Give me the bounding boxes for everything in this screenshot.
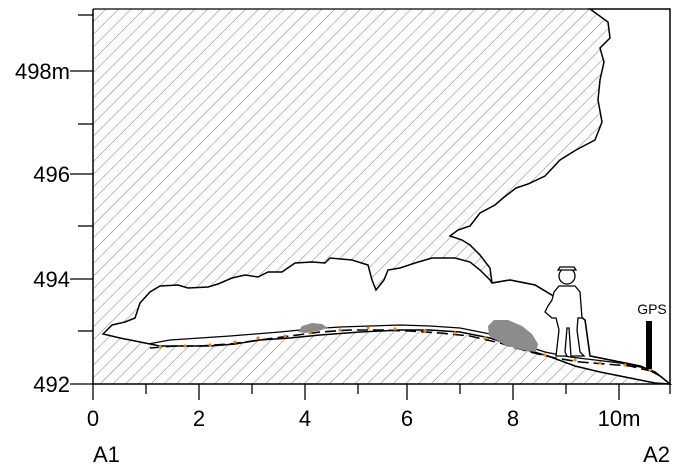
survey-point [543,353,547,357]
cave-floor-line [147,324,661,377]
survey-point [283,334,287,338]
boulder-large [488,320,538,352]
y-tick-label-496: 496 [33,162,70,187]
x-tick-label-10m: 10m [598,406,641,431]
survey-point [366,326,370,330]
survey-line-dashed [149,329,656,373]
survey-point [598,361,602,365]
endpoint-label-start: A1 [93,442,120,467]
survey-point [623,363,627,367]
y-axis-ticks [70,14,93,385]
survey-point [453,331,457,335]
x-tick-label-2: 2 [193,406,205,431]
survey-point [158,345,162,349]
gps-label: GPS [637,301,667,317]
survey-point [256,336,260,340]
survey-point [183,344,187,348]
x-tick-label-0: 0 [87,406,99,431]
x-tick-label-4: 4 [299,406,311,431]
endpoint-label-end: A2 [643,442,670,467]
y-tick-label-492: 492 [33,372,70,397]
x-tick-label-8: 8 [507,406,519,431]
survey-points [158,326,652,372]
survey-point [483,336,487,340]
boulder-small [298,323,328,333]
gps-post-icon [646,321,652,369]
x-axis-ticks [92,384,671,400]
survey-point [393,327,397,331]
survey-point [423,329,427,333]
y-tick-label-498: 498m [15,59,70,84]
x-tick-label-6: 6 [401,406,413,431]
survey-point [208,343,212,347]
person-silhouette-icon [544,266,586,357]
survey-point [233,340,237,344]
y-tick-label-494: 494 [33,267,70,292]
survey-point [573,358,577,362]
survey-point [648,368,652,372]
survey-point [338,328,342,332]
